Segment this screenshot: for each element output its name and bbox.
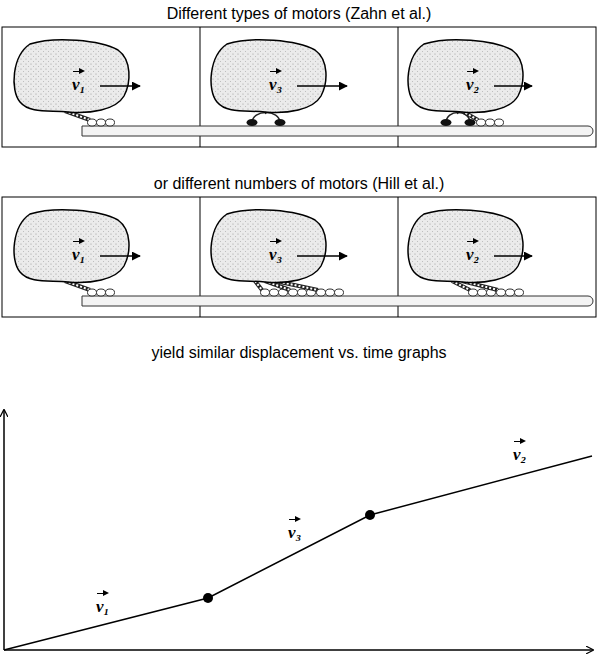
y-axis (3, 410, 5, 650)
panel-divider (398, 27, 399, 147)
kinesin-motor (65, 111, 115, 126)
cargo-outline (10, 38, 132, 116)
transition-dot (203, 593, 213, 603)
heading-text: yield similar displacement vs. time grap… (151, 343, 446, 362)
cargo-outline (207, 208, 329, 286)
velocity-arrow (297, 255, 347, 257)
velocity-label: v₂ (466, 238, 479, 265)
velocity-label: v₁ (72, 68, 85, 95)
panel-divider (398, 197, 399, 317)
velocity-arrow (100, 255, 140, 257)
kinesin-motor (275, 281, 344, 296)
cargo-outline-path (211, 40, 326, 113)
heading-text: or different numbers of motors (Hill et … (154, 174, 444, 193)
microtubule (82, 296, 593, 306)
cargo-outline-path (14, 210, 129, 283)
cargo-outline (207, 38, 329, 116)
kinesin-motor (65, 281, 115, 296)
graph-velocity-label: v₂ (513, 438, 526, 465)
velocity-label: v₃ (288, 516, 301, 543)
cargo-outline-path (14, 40, 129, 113)
panel-frame (2, 27, 596, 147)
cargo-outline (404, 38, 526, 116)
cargo-outline-path (408, 210, 523, 283)
transition-dot (365, 510, 375, 520)
panel-divider (200, 27, 201, 147)
cargo-outline-path (211, 210, 326, 283)
kinesin-motor (265, 281, 316, 296)
graph-velocity-label: v₁ (96, 590, 109, 617)
section-heading: or different numbers of motors (Hill et … (0, 174, 598, 193)
cargo-vesicle: v₃ (207, 208, 329, 286)
x-axis (4, 649, 593, 651)
velocity-label: v₂ (513, 438, 526, 465)
velocity-label: v₁ (72, 238, 85, 265)
graph-velocity-label: v₃ (288, 516, 301, 543)
panel-frames (2, 27, 596, 317)
displacement-curve (4, 456, 592, 650)
cargo-outline-path (408, 40, 523, 113)
cargo-vesicle: v₂ (404, 38, 526, 116)
velocity-arrow (494, 255, 532, 257)
cargo-vesicle: v₃ (207, 38, 329, 116)
velocity-arrow (494, 85, 532, 87)
velocity-label: v₃ (269, 68, 282, 95)
velocity-arrow (100, 85, 140, 87)
cargo-vesicle: v₁ (10, 208, 132, 286)
velocity-label: v₁ (96, 590, 109, 617)
section-heading: yield similar displacement vs. time grap… (0, 343, 598, 362)
kinesin-motor (462, 111, 504, 126)
panel-divider (200, 197, 201, 317)
cargo-vesicle: v₁ (10, 38, 132, 116)
kinesin-motor (255, 281, 288, 296)
cargo-outline (404, 208, 526, 286)
cargo-vesicle: v₂ (404, 208, 526, 286)
heading-text: Different types of motors (Zahn et al.) (167, 4, 432, 23)
cargo-outline (10, 208, 132, 286)
velocity-label: v₃ (269, 238, 282, 265)
microtubule (82, 126, 593, 136)
velocity-label: v₂ (466, 68, 479, 95)
velocity-arrow (297, 85, 347, 87)
section-heading: Different types of motors (Zahn et al.) (0, 4, 598, 23)
panel-frame (2, 197, 596, 317)
